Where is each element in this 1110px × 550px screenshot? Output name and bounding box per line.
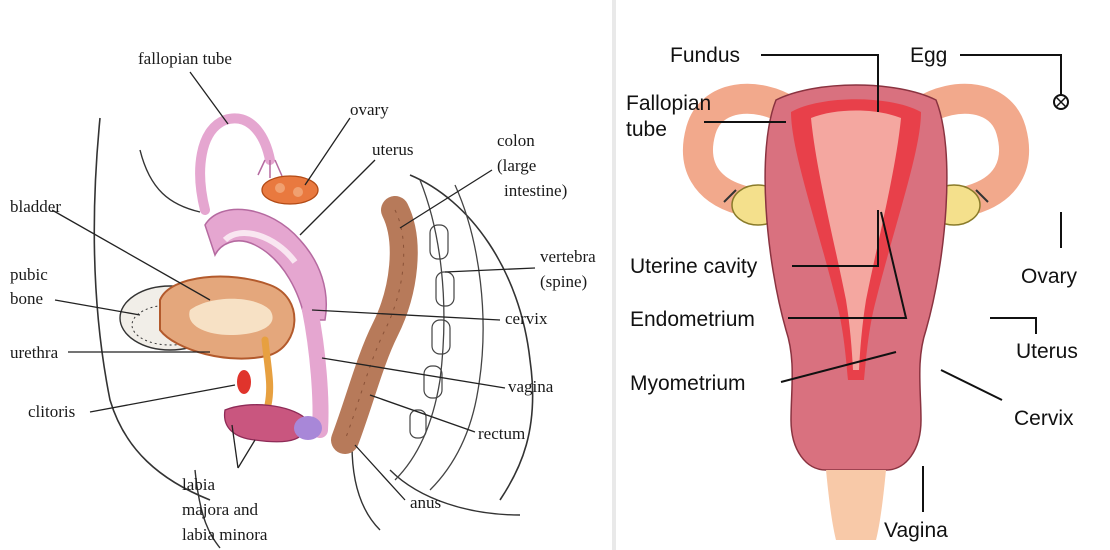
uterus-frontal-diagram: Fundus Egg Fallopian tube Uterine cavity… bbox=[616, 0, 1110, 550]
label-egg: Egg bbox=[910, 44, 947, 67]
label-labia-3: labia minora bbox=[182, 525, 268, 544]
leader-bladder bbox=[52, 210, 210, 300]
leader-clitoris bbox=[90, 385, 235, 412]
fallopian-tube-shape bbox=[200, 118, 270, 210]
label-colon-3: intestine) bbox=[504, 181, 567, 200]
vertebra-shape bbox=[432, 320, 450, 354]
label-clitoris: clitoris bbox=[28, 402, 75, 421]
bladder-inner bbox=[189, 299, 272, 335]
label-vertebra-1: vertebra bbox=[540, 247, 596, 266]
sagittal-section-drawing: fallopian tube ovary uterus colon (large… bbox=[0, 0, 612, 550]
label-fallopian-tube: fallopian tube bbox=[138, 49, 232, 68]
fimbriae-lines bbox=[258, 160, 282, 178]
label-pubic-bone-2: bone bbox=[10, 289, 43, 308]
label-labia-2: majora and bbox=[182, 500, 258, 519]
label-pubic-bone-1: pubic bbox=[10, 265, 48, 284]
label-fallopian-tube-2: tube bbox=[626, 118, 667, 141]
label-vagina: vagina bbox=[508, 377, 554, 396]
leader-cervix bbox=[941, 370, 1002, 400]
leader-anus bbox=[355, 445, 405, 500]
label-uterus: uterus bbox=[372, 140, 414, 159]
label-ovary: Ovary bbox=[1021, 265, 1078, 288]
label-cervix: Cervix bbox=[1014, 407, 1074, 430]
label-ovary: ovary bbox=[350, 100, 389, 119]
ovary-follicle bbox=[275, 183, 285, 193]
leader-colon bbox=[400, 170, 492, 228]
label-myometrium: Myometrium bbox=[630, 372, 746, 395]
ovary-shape bbox=[262, 176, 318, 204]
label-rectum: rectum bbox=[478, 424, 525, 443]
label-fallopian-tube-1: Fallopian bbox=[626, 92, 711, 115]
urethra-shape bbox=[265, 340, 270, 405]
uterus-frontal-drawing: Fundus Egg Fallopian tube Uterine cavity… bbox=[616, 0, 1110, 550]
label-endometrium: Endometrium bbox=[630, 308, 755, 331]
spine-back-line bbox=[430, 185, 483, 490]
label-colon-1: colon bbox=[497, 131, 535, 150]
leader-rectum bbox=[370, 395, 475, 432]
abdominal-fold-line bbox=[140, 150, 200, 212]
label-bladder: bladder bbox=[10, 197, 61, 216]
vertebra-shape bbox=[436, 272, 454, 306]
leader-vertebra bbox=[445, 268, 535, 272]
leader-labia-1 bbox=[238, 440, 255, 468]
leader-uterus bbox=[990, 318, 1036, 334]
label-vertebra-2: (spine) bbox=[540, 272, 587, 291]
ovary-follicle bbox=[293, 187, 303, 197]
back-outline bbox=[410, 175, 533, 500]
label-urethra: urethra bbox=[10, 343, 59, 362]
leader-fallopian-tube bbox=[190, 72, 228, 124]
label-vagina: Vagina bbox=[884, 519, 948, 542]
leader-ovary bbox=[305, 118, 350, 185]
label-fundus: Fundus bbox=[670, 44, 740, 67]
leader-vagina bbox=[322, 358, 505, 388]
label-uterus: Uterus bbox=[1016, 340, 1078, 363]
labia-minora-shape bbox=[294, 416, 322, 440]
vagina-shape bbox=[310, 310, 321, 430]
labia-shape bbox=[225, 405, 306, 442]
colon-rectum-shape bbox=[345, 210, 404, 440]
label-uterine-cavity: Uterine cavity bbox=[630, 255, 758, 278]
label-labia-1: labia bbox=[182, 475, 215, 494]
vagina-shape bbox=[826, 470, 886, 540]
sagittal-section-diagram: fallopian tube ovary uterus colon (large… bbox=[0, 0, 612, 550]
clitoris-shape bbox=[237, 370, 251, 394]
label-colon-2: (large bbox=[497, 156, 536, 175]
label-cervix: cervix bbox=[505, 309, 548, 328]
label-anus: anus bbox=[410, 493, 441, 512]
